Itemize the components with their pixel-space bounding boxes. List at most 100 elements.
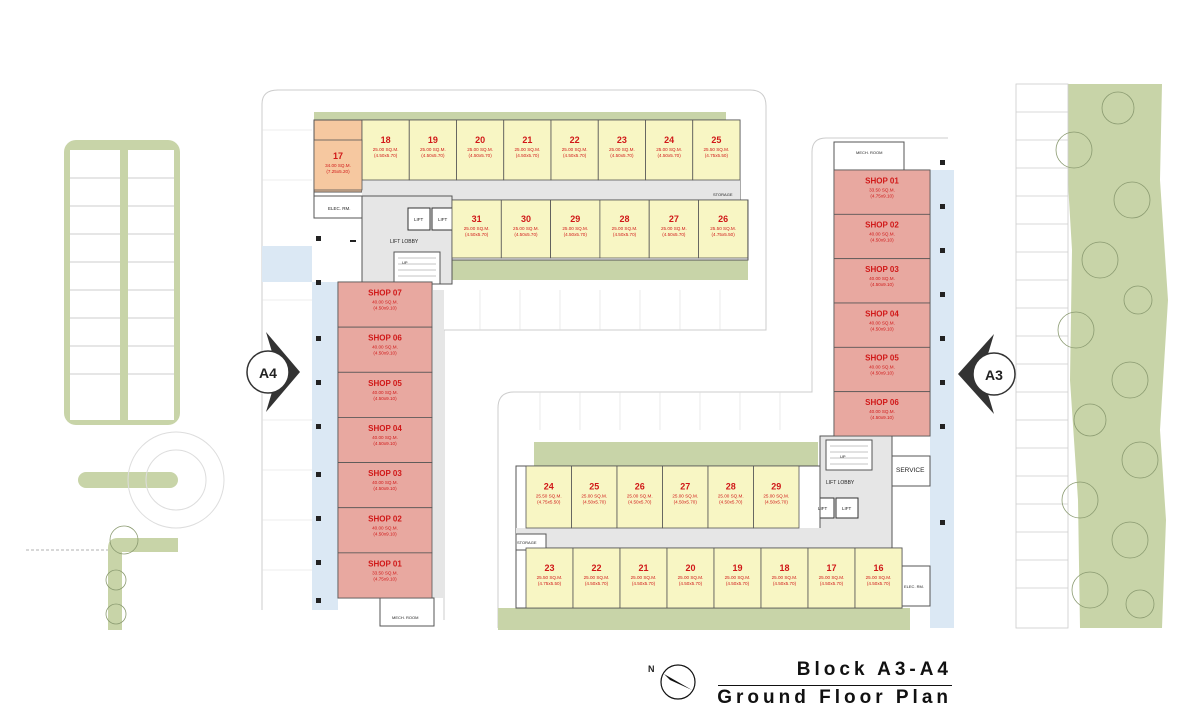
a4-unit-23-number: 23 [617,135,627,145]
a3-unit-22-number: 22 [591,563,601,573]
a4-shop-01-dimensions: (4.75x9.10) [373,576,397,581]
a3-unit-29-dimensions: (4.50x5.70) [765,500,789,505]
a3-unit-24-area: 25.50 SQ.M. [536,494,562,499]
a3-unit-24-dimensions: (4.75x5.50) [537,500,561,505]
title-block: Block A3-A4 Ground Floor Plan [640,655,960,715]
a4-unit-20-area: 25.00 SQ.M. [467,147,493,152]
a3-shop-02-dimensions: (4.50x9.10) [870,238,894,243]
a3-shop-05-shape [833,346,931,393]
lift-label-a4-2: LIFT [438,217,448,222]
parking-left-a [70,150,120,420]
a3-unit-21-number: 21 [638,563,648,573]
north-label: N [648,664,655,674]
a4-shop-06-area: 40.00 SQ.M. [372,345,398,350]
a3-unit-20-area: 25.00 SQ.M. [678,575,704,580]
lift-a4-1 [407,207,431,231]
a4-unit-22-shape [550,119,599,181]
stair-a4 [393,251,441,285]
a3-shop-04-dimensions: (4.50x9.10) [870,326,894,331]
trees-right [1055,91,1159,619]
a4-shop-02-shape [337,507,433,554]
elec-room-a4 [313,195,363,219]
room-labels: ELEC. RM. LIFT LIFT LIFT LOBBY STORAGE M… [328,150,925,620]
a3-unit-23-number: 23 [544,563,554,573]
a3-shop-05-number: SHOP 05 [865,354,899,363]
a4-unit-30-number: 30 [521,214,531,224]
a4-unit-26-shape [698,199,749,259]
walkway-a4 [312,282,338,610]
a3-unit-20-dimensions: (4.50x5.70) [679,581,703,586]
a4-unit-21-dimensions: (4.50x5.70) [516,153,540,158]
a3-unit-29-shape [753,465,800,529]
lift-a3-2 [835,497,859,519]
a4-unit-22-number: 22 [570,135,580,145]
a4-unit-19-dimensions: (4.50x5.70) [421,153,445,158]
a3-unit-29-area: 25.00 SQ.M. [763,494,789,499]
a3-unit-26-shape [616,465,663,529]
a4-shop-07-area: 40.00 SQ.M. [372,300,398,305]
walkway-a3 [930,170,954,628]
elec-room-label-a3: ELEC. RM. [904,584,924,589]
a4-unit-26-number: 26 [718,214,728,224]
a4-shop-02-dimensions: (4.50x9.10) [373,531,397,536]
a3-unit-26-number: 26 [635,482,645,492]
a4-unit-17-shape [313,139,363,191]
a3-unit-22-dimensions: (4.50x5.70) [585,581,609,586]
a4-unit-29-number: 29 [570,214,580,224]
a4-unit-27-dimensions: (4.50x5.70) [662,232,686,237]
a4-unit-21-number: 21 [522,135,532,145]
a3-shop-06-shape [833,391,931,437]
a3-shop-06-dimensions: (4.50x9.10) [870,415,894,420]
a3-unit-23-dimensions: (4.75x5.50) [538,581,562,586]
a3-shop-01-area: 33.50 SQ.M. [869,187,895,192]
a3-unit-25-area: 25.00 SQ.M. [581,494,607,499]
mech-room-label-a3: MECH. ROOM [856,150,882,155]
landscape-right [1066,84,1168,628]
a3-unit-25-dimensions: (4.50x5.70) [583,500,607,505]
a4-unit-23-dimensions: (4.50x5.70) [610,153,634,158]
lift-lobby-label-a4: LIFT LOBBY [390,239,419,245]
a3-shop-03-shape [833,258,931,304]
service-room [891,455,931,487]
a4-unit-28-number: 28 [620,214,630,224]
a4-unit-22-area: 25.00 SQ.M. [562,147,588,152]
a4-shop-02-area: 40.00 SQ.M. [372,525,398,530]
a4-unit-30-shape [500,199,551,259]
a3-shop-03-dimensions: (4.50x9.10) [870,282,894,287]
a4-shop-03-dimensions: (4.50x9.10) [373,486,397,491]
a3-unit-16-dimensions: (4.50x5.70) [867,581,891,586]
site-context [26,83,1168,630]
a4-unit-19-number: 19 [428,135,438,145]
a4-unit-21-area: 25.00 SQ.M. [514,147,540,152]
a4-unit-20-shape [456,119,505,181]
a3-unit-18-shape [760,547,809,609]
a4-unit-28-area: 25.00 SQ.M. [612,226,638,231]
trees-left [105,525,139,625]
a3-unit-22-area: 25.00 SQ.M. [584,575,610,580]
a4-unit-18-area: 25.00 SQ.M. [373,147,399,152]
service-label: SERVICE [896,467,925,474]
a3-unit-27-shape [662,465,709,529]
a4-unit-20-dimensions: (4.50x5.70) [469,153,493,158]
a4-unit-25-number: 25 [711,135,721,145]
a3-shop-03-area: 40.00 SQ.M. [869,276,895,281]
corridor-a3 [516,528,890,548]
a4-unit-25-area: 25.50 SQ.M. [703,147,729,152]
a4-unit-29-dimensions: (4.50x5.70) [564,232,588,237]
